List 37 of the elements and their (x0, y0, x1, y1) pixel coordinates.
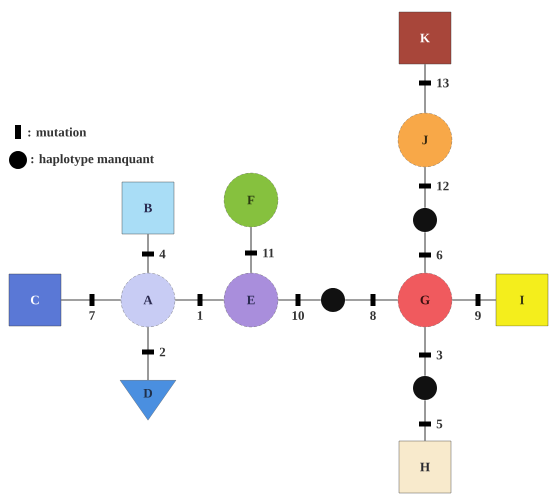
mutation-link (419, 232, 431, 274)
mutation-number: 6 (436, 250, 442, 260)
mutation-number: 2 (160, 348, 166, 356)
mutation-link (142, 234, 154, 274)
missing-haplotype-dot (321, 288, 345, 312)
missing-haplotype-dot (413, 376, 437, 400)
mutation-number: 13 (437, 78, 449, 88)
mutation-number: 7 (90, 311, 95, 320)
mutation-link (278, 294, 322, 306)
mutation-number: 10 (292, 311, 304, 320)
mutation-number: 9 (475, 311, 481, 320)
mutation-number: 5 (436, 420, 442, 428)
haplotype-square: K (398, 12, 452, 64)
legend-text: : haplotype manquant (31, 154, 154, 166)
mutation-link (419, 166, 431, 208)
legend-text: : mutation (28, 127, 86, 137)
mutation-link (344, 294, 398, 306)
haplotype-square: H (398, 440, 452, 494)
mutation-number: 4 (159, 250, 166, 258)
mutation-number: 8 (370, 311, 376, 320)
haplotype-square: B (122, 182, 174, 234)
mutation-link (419, 326, 431, 376)
mutation-number: 11 (263, 248, 274, 258)
missing-haplotype-dot (413, 208, 437, 232)
mutation-number: 3 (436, 350, 442, 360)
haplotype-triangle: D (120, 380, 176, 420)
mutation-link (142, 326, 154, 380)
mutation-number: 1 (198, 311, 203, 320)
mutation-number: 12 (437, 182, 449, 190)
mutation-link (419, 64, 431, 114)
mutation-link (419, 400, 431, 442)
mutation-link (452, 294, 496, 306)
mutation-link (174, 294, 224, 306)
haplotype-square: I (496, 274, 548, 326)
mutation-link (60, 294, 122, 306)
haplotype-square: C (8, 274, 62, 326)
mutation-link (245, 226, 257, 274)
